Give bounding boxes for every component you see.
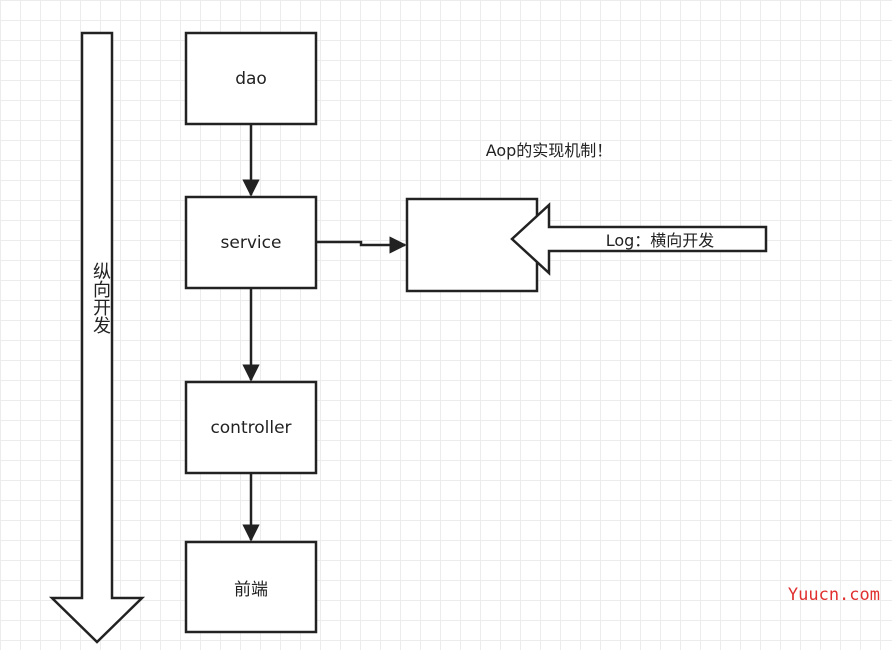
aop-caption: Aop的实现机制！ [485, 141, 613, 160]
watermark-text: Yuucn.com [787, 585, 880, 605]
controller-label: controller [210, 417, 292, 438]
dao-label: dao [235, 68, 267, 89]
horizontal-log-label: Log：横向开发 [605, 231, 715, 250]
service-to-aop-arrow [316, 236, 407, 254]
aop-target-label [407, 199, 537, 291]
vertical-development-label: 纵向开发 [90, 262, 111, 334]
vertical-development-arrow [48, 31, 146, 644]
dao-box [184, 31, 318, 126]
frontend-box [184, 540, 318, 634]
frontend-label: 前端 [234, 579, 268, 600]
service-box [184, 195, 318, 290]
aop-target-box [405, 197, 539, 293]
service-label: service [220, 232, 282, 253]
horizontal-log-arrow [510, 202, 768, 276]
